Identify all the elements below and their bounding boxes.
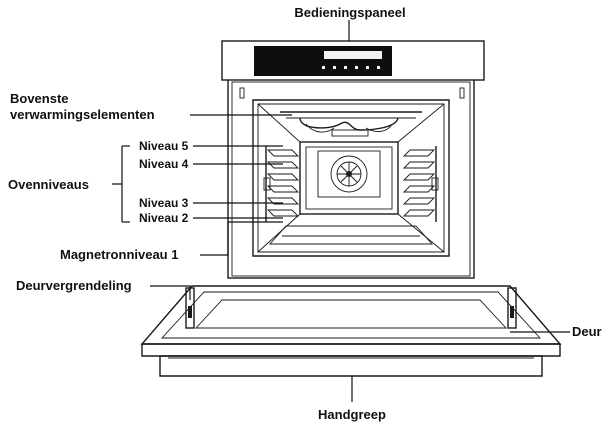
label-level-5: Niveau 5 <box>139 139 189 153</box>
rack-rails-right <box>402 146 439 222</box>
label-top-heating-line1: Bovenste <box>10 91 69 106</box>
control-panel-display <box>324 51 382 59</box>
leader-oven-levels-bracket <box>112 146 123 222</box>
top-heating-element <box>280 111 422 137</box>
label-oven-levels: Ovenniveaus <box>8 177 89 192</box>
label-level-3: Niveau 3 <box>139 196 189 210</box>
label-door-lock: Deurvergrendeling <box>16 278 132 293</box>
leader-lines <box>112 20 570 402</box>
label-control-panel: Bedieningspaneel <box>294 5 405 20</box>
door-lock-hinges <box>185 287 517 329</box>
leader-magnetron <box>200 221 283 256</box>
label-magnetron-level: Magnetronniveau 1 <box>60 247 178 262</box>
leader-door-lock <box>150 285 191 300</box>
control-panel <box>221 40 485 81</box>
control-panel-buttons <box>322 66 380 69</box>
label-door: Deur <box>572 324 602 339</box>
rack-rails-left <box>263 146 300 222</box>
oven-cavity <box>252 99 450 257</box>
label-level-4: Niveau 4 <box>139 157 189 171</box>
label-handle: Handgreep <box>318 407 386 422</box>
label-level-2: Niveau 2 <box>139 211 189 225</box>
control-panel-screen <box>254 46 392 76</box>
oven-door <box>140 285 562 377</box>
label-top-heating-line2: verwarmingselementen <box>10 107 155 122</box>
